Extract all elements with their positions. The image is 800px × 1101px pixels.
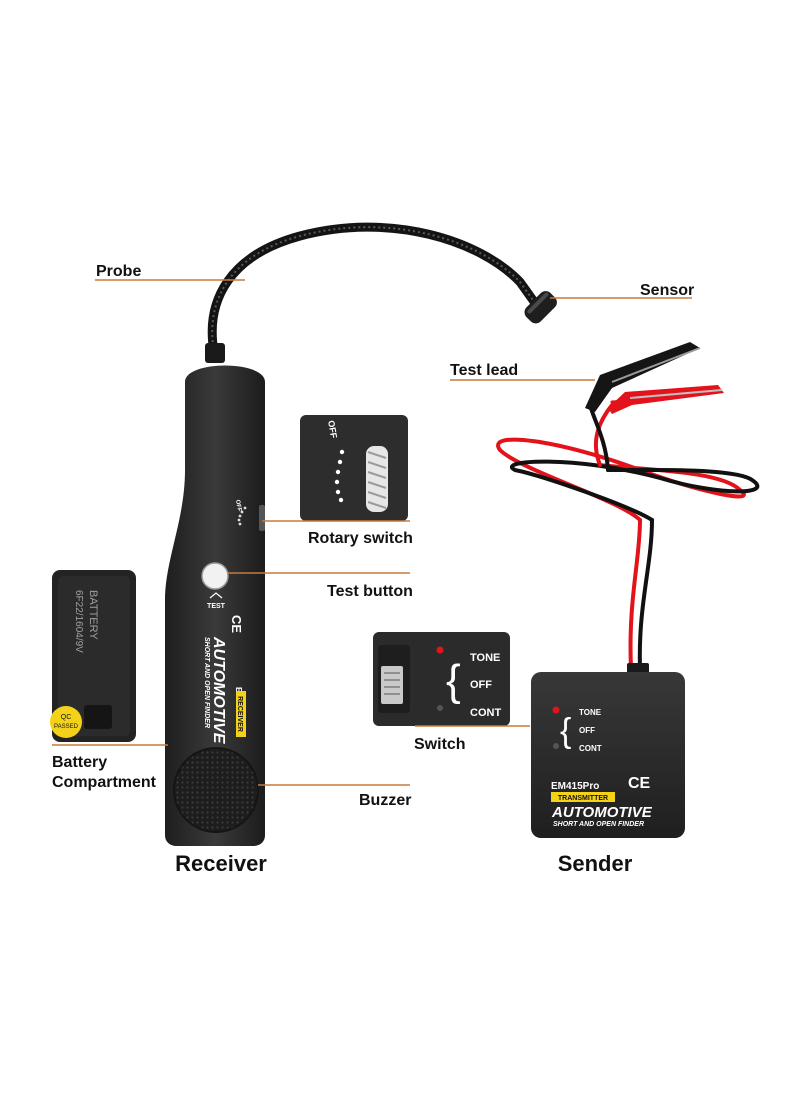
battery-latch[interactable]	[84, 705, 112, 729]
sender-model: EM415Pro	[551, 781, 599, 792]
inset-slide-switch[interactable]	[381, 666, 403, 704]
sender-brace: {	[560, 712, 571, 750]
receiver-ce-mark: CE	[229, 615, 244, 633]
callout-rotary-switch: Rotary switch	[308, 530, 413, 547]
alligator-clip-red	[608, 385, 724, 414]
receiver-test-label: TEST	[207, 603, 226, 610]
sender-ce-mark: CE	[628, 775, 651, 792]
receiver-badge-bg	[236, 691, 246, 737]
sender-badge: TRANSMITTER	[558, 795, 608, 802]
sender-mode-off: OFF	[579, 726, 595, 735]
callout-sensor: Sensor	[640, 282, 694, 299]
callout-test-lead: Test lead	[450, 362, 518, 379]
callout-battery-2: Compartment	[52, 774, 157, 791]
callout-buzzer: Buzzer	[359, 792, 411, 809]
caption-receiver: Receiver	[175, 851, 267, 876]
alligator-clip-black	[585, 342, 701, 412]
battery-cover: BATTERY 6F22/1604/9V QC PASSED	[50, 570, 136, 742]
caption-sender: Sender	[558, 851, 633, 876]
rotary-switch-inset: OFF	[300, 415, 408, 521]
callout-battery-1: Battery	[52, 754, 107, 771]
callout-test-button: Test button	[327, 583, 413, 600]
receiver-dial-label: OFF	[234, 499, 242, 512]
qc-line-2: PASSED	[54, 724, 79, 730]
sensor-tip	[524, 291, 557, 324]
sender-subtitle: SHORT AND OPEN FINDER	[553, 821, 644, 828]
sender-tone-led	[552, 706, 560, 714]
inset-cont-led	[437, 705, 443, 711]
test-lead-wires	[496, 393, 760, 670]
sender-title: AUTOMOTIVE	[551, 804, 653, 821]
receiver-device: OFF TEST CE AUTOMOTIVE SHORT AND OPEN FI…	[165, 365, 265, 846]
sender-device: { TONE OFF CONT EM415Pro CE TRANSMITTER …	[531, 663, 685, 838]
gooseneck-probe	[205, 222, 545, 363]
inset-rotary-wheel[interactable]	[366, 446, 388, 512]
inset-tone-led	[436, 646, 444, 654]
inset-mode-cont: CONT	[470, 707, 501, 719]
receiver-subtitle: SHORT AND OPEN FINDER	[203, 637, 210, 728]
sender-cont-led	[553, 743, 559, 749]
battery-cover-text-1: BATTERY	[87, 590, 99, 640]
inset-rotary-dots	[334, 449, 345, 503]
leader-lines	[52, 279, 692, 786]
receiver-badge: RECEIVER	[236, 696, 243, 732]
inset-brace: {	[446, 656, 461, 705]
test-button[interactable]	[201, 562, 229, 590]
receiver-title: AUTOMOTIVE	[210, 636, 227, 745]
sender-mode-cont: CONT	[579, 744, 602, 753]
switch-inset: { TONE OFF CONT	[373, 632, 510, 726]
qc-sticker	[50, 706, 82, 738]
callout-switch: Switch	[414, 736, 466, 753]
inset-rotary-label: OFF	[326, 420, 339, 440]
receiver-rotary-wheel[interactable]	[259, 505, 265, 531]
qc-line-1: QC	[61, 714, 72, 721]
battery-cover-text-2: 6F22/1604/9V	[73, 590, 84, 653]
receiver-dial-dots	[237, 506, 247, 526]
inset-mode-tone: TONE	[470, 652, 500, 664]
probe-collar	[205, 343, 225, 363]
sender-mode-tone: TONE	[579, 708, 602, 717]
buzzer-grille	[173, 747, 259, 833]
callout-probe: Probe	[96, 263, 141, 280]
inset-mode-off: OFF	[470, 679, 492, 691]
sender-badge-bg	[551, 792, 615, 802]
